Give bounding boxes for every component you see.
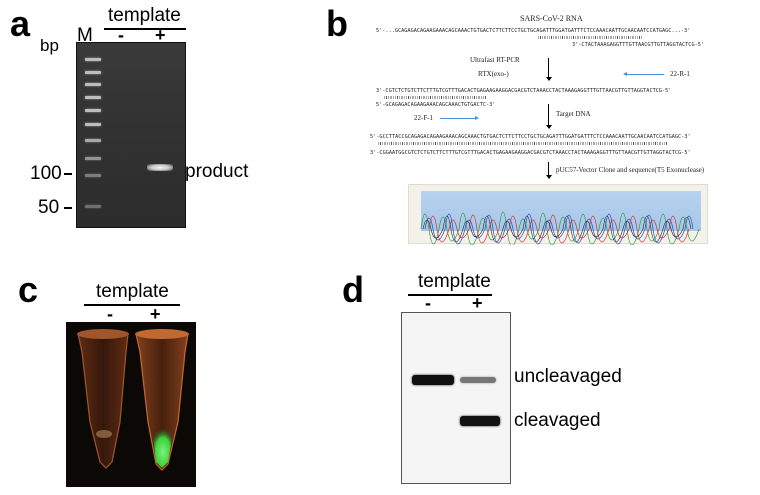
panel-c-plus-sign: +	[150, 304, 161, 324]
ladder-band	[85, 96, 101, 99]
sequence-line-1: 5'-...GCAGAGACAGAAGAAACAGCAAACTGTGACTCTT…	[376, 28, 691, 34]
down-arrow-icon	[545, 104, 552, 129]
size-50-tick	[64, 207, 72, 209]
ladder-band	[85, 58, 101, 61]
panel-d-template-label: template	[418, 271, 491, 292]
panel-a-gel	[76, 42, 186, 228]
ladder-band	[85, 123, 101, 126]
step-clone-sequence: pUC57-Vector Clone and sequence(T5 Exonu…	[556, 166, 705, 174]
panel-d-minus-sign: -	[425, 293, 431, 313]
uncleaved-band-plus	[460, 377, 496, 383]
panel-a-marker-label: M	[77, 25, 93, 46]
reverse-primer-arrow-icon	[623, 72, 664, 76]
sequencing-chromatogram	[408, 184, 708, 245]
forward-primer-arrow-icon	[440, 116, 479, 120]
uncleaved-band-minus	[412, 375, 454, 385]
pcr-tubes-illustration	[77, 329, 189, 471]
panel-a-letter: a	[10, 3, 31, 44]
size-100-tick	[64, 173, 72, 175]
panel-a-plus-sign: +	[155, 25, 166, 45]
panel-d-plus-sign: +	[472, 293, 483, 313]
base-pair-ticks	[384, 96, 486, 99]
product-band	[147, 164, 173, 171]
primer-f-label: 22-F-1	[414, 114, 434, 122]
chromatogram-highlight	[421, 191, 701, 231]
panel-a-template-label: template	[108, 5, 181, 26]
size-50-label: 50	[38, 197, 60, 218]
down-arrow-icon	[545, 58, 552, 81]
sequence-line-5: 5'-GCCTTACCGCAGAGACAGAAGAAACAGCAAACTGTGA…	[370, 134, 691, 140]
sequence-line-4: 5'-GCAGAGACAGAAGAAACAGCAAACTGTGACTC-3'	[376, 102, 496, 108]
panel-c-minus-sign: -	[107, 304, 113, 324]
sequence-line-6: 3'-CGGAATGGCGTCTCTGTCTTCTTTGTCGTTTGACACT…	[370, 150, 691, 156]
product-label: product	[185, 161, 249, 182]
cleaved-label: cleavaged	[514, 410, 601, 431]
cleaved-band-plus	[460, 416, 500, 426]
step-rtx-exo: RTX(exo-)	[478, 70, 509, 78]
sequence-line-3: 3'-CGTCTCTGTCTTCTTTGTCGTTTGACACTGAGAAGAA…	[376, 88, 672, 94]
panel-b-letter: b	[326, 3, 348, 44]
ladder-band	[85, 83, 101, 86]
panel-a-minus-sign: -	[118, 25, 124, 45]
step-target-dna: Target DNA	[556, 110, 591, 118]
ladder-band	[85, 109, 101, 112]
down-arrow-icon	[545, 162, 552, 179]
base-pair-ticks	[378, 142, 668, 145]
ladder-band	[85, 205, 101, 208]
uncleaved-label: uncleavaged	[514, 366, 622, 387]
panel-d-template-rule	[408, 294, 492, 296]
panel-d-letter: d	[342, 269, 364, 310]
step-ultrafast-rt-pcr: Ultrafast RT-PCR	[470, 56, 520, 64]
panel-a-bp-label: bp	[40, 36, 59, 55]
panel-c-template-rule	[84, 304, 180, 306]
panel-d-gel	[401, 312, 511, 484]
panel-c-letter: c	[18, 269, 39, 310]
panel-a-template-rule	[104, 28, 186, 30]
ladder-band	[85, 139, 101, 142]
sequence-line-2: 3'-CTACTAAAGAGGTTTGTTAACGTTGTTAGGTACTCG-…	[572, 42, 705, 48]
chromatogram-trace	[420, 211, 700, 245]
ladder-band	[85, 157, 101, 160]
fluorescence-tubes-photo	[66, 322, 196, 487]
ladder-band	[85, 174, 101, 177]
size-100-label: 100	[30, 163, 62, 184]
base-pair-ticks	[538, 36, 642, 39]
rna-title: SARS-CoV-2 RNA	[520, 14, 583, 23]
panel-c-template-label: template	[96, 281, 169, 302]
ladder-band	[85, 71, 101, 74]
primer-r-label: 22-R-1	[670, 70, 690, 78]
